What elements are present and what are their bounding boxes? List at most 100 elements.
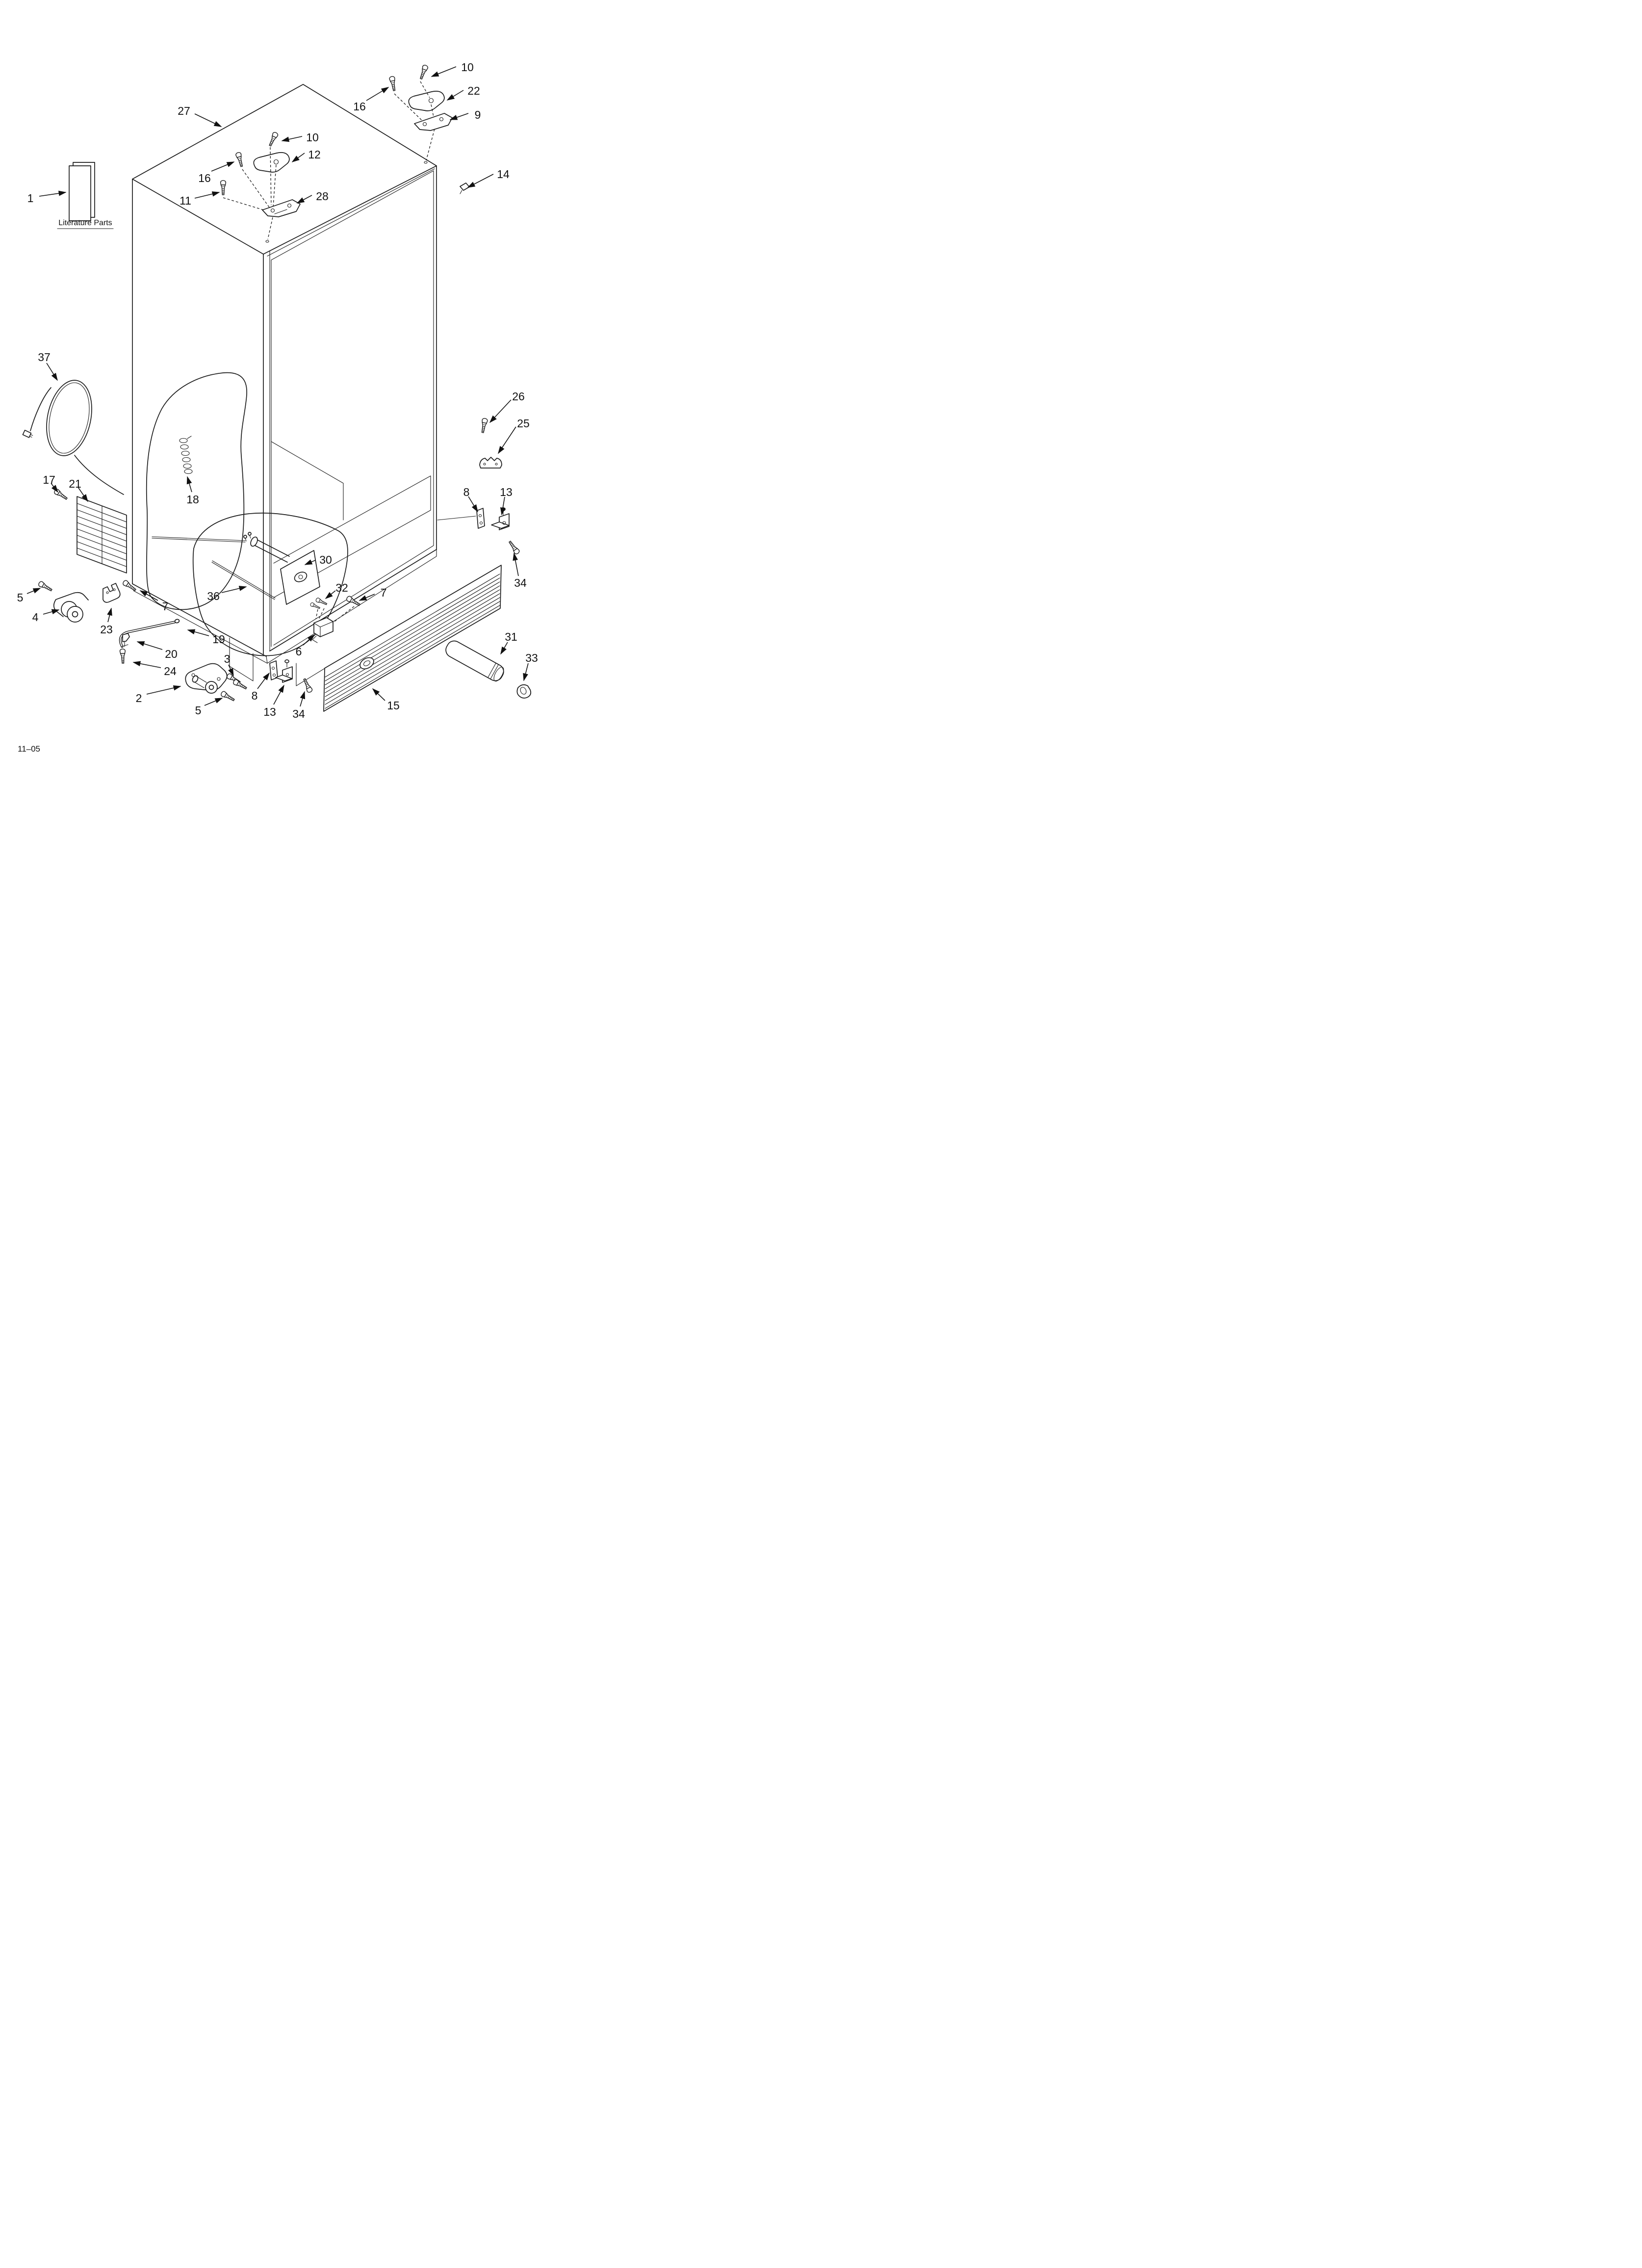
callout-19: 19 bbox=[187, 629, 225, 646]
callout-leader-line bbox=[107, 607, 112, 623]
callout-number-label: 10 bbox=[306, 131, 319, 144]
callout-37: 37 bbox=[38, 351, 58, 381]
callout-leader-line bbox=[51, 483, 58, 493]
callout-6: 6 bbox=[296, 634, 315, 658]
screw-26 bbox=[480, 417, 488, 434]
callout-number-label: 20 bbox=[165, 648, 178, 660]
screw-3-b bbox=[232, 678, 248, 691]
callout-leader-line bbox=[187, 629, 209, 636]
callout-number-label: 5 bbox=[195, 704, 202, 717]
callout-number-label: 11 bbox=[180, 194, 191, 207]
callout-leader-line bbox=[211, 161, 235, 172]
top-center-hardware bbox=[220, 131, 301, 217]
callout-leader-line bbox=[39, 190, 67, 197]
callout-15: 15 bbox=[372, 688, 400, 712]
callout-leader-line bbox=[46, 363, 58, 381]
part-12-handle bbox=[253, 152, 290, 173]
callout-3: 3 bbox=[224, 652, 234, 677]
callout-leader-line bbox=[296, 195, 312, 204]
screw-32-b bbox=[309, 601, 321, 610]
screw-24 bbox=[119, 648, 126, 664]
callout-number-label: 13 bbox=[263, 705, 276, 718]
callout-number-label: 36 bbox=[207, 590, 220, 602]
part-36-rod bbox=[211, 560, 276, 600]
callout-12: 12 bbox=[291, 148, 321, 162]
callout-number-label: 2 bbox=[136, 692, 142, 704]
callout-number-label: 12 bbox=[308, 148, 321, 161]
callout-number-label: 33 bbox=[525, 652, 538, 664]
callout-34: 34 bbox=[292, 691, 306, 720]
callout-number-label: 26 bbox=[512, 390, 525, 403]
callout-number-label: 16 bbox=[353, 100, 366, 113]
callout-leader-line bbox=[489, 399, 512, 423]
footer-date-code: 11–05 bbox=[18, 744, 40, 754]
callout-16: 16 bbox=[353, 87, 389, 113]
callout-leader-line bbox=[500, 642, 508, 655]
screw-34-right bbox=[507, 540, 521, 555]
callout-leader-line bbox=[304, 559, 316, 565]
callout-number-label: 34 bbox=[514, 576, 527, 589]
part-25-clamp bbox=[479, 457, 502, 469]
part-8-bracket-right bbox=[437, 508, 485, 529]
callout-leader-line bbox=[26, 588, 41, 594]
callout-number-label: 37 bbox=[38, 351, 51, 364]
callout-number-label: 16 bbox=[198, 172, 211, 184]
literature-parts-label: Literature Parts bbox=[58, 219, 112, 227]
part-13-bracket-bottom bbox=[275, 659, 293, 683]
part-1-literature bbox=[69, 162, 95, 221]
callout-22: 22 bbox=[446, 84, 480, 101]
callout-33: 33 bbox=[523, 652, 538, 681]
part-31-water-filter bbox=[445, 640, 504, 682]
diagram-line-art: Literature Parts 11–05 bbox=[18, 64, 532, 754]
callout-leader-line bbox=[523, 663, 529, 681]
callout-10: 10 bbox=[281, 131, 319, 144]
callout-number-label: 7 bbox=[162, 600, 169, 613]
callout-number-label: 24 bbox=[164, 665, 177, 678]
part-23-bracket bbox=[103, 583, 121, 603]
callout-number-label: 25 bbox=[517, 417, 530, 430]
screw-5-left bbox=[37, 580, 53, 593]
callout-leader-line bbox=[77, 487, 88, 502]
callout-leader-line bbox=[146, 685, 181, 695]
part-14-clip bbox=[460, 182, 470, 194]
part-15-base-grille bbox=[323, 565, 502, 712]
callout-number-label: 5 bbox=[17, 591, 24, 604]
callout-number-label: 23 bbox=[100, 623, 113, 636]
callout-1: 1 bbox=[27, 190, 67, 205]
part-19-tube bbox=[119, 619, 180, 648]
callout-number-label: 15 bbox=[387, 699, 400, 712]
callout-25: 25 bbox=[498, 417, 530, 454]
callout-13: 13 bbox=[263, 684, 284, 718]
callout-leader-line bbox=[139, 590, 158, 601]
callout-number-label: 4 bbox=[32, 611, 39, 624]
callout-number-label: 27 bbox=[178, 104, 190, 117]
callout-number-label: 10 bbox=[461, 61, 474, 74]
callout-number-label: 9 bbox=[475, 108, 481, 121]
callout-number-label: 1 bbox=[27, 192, 34, 205]
callout-leader-line bbox=[446, 90, 464, 101]
callout-10: 10 bbox=[431, 61, 474, 77]
top-right-hardware bbox=[388, 64, 453, 131]
callout-leader-line bbox=[257, 672, 270, 689]
callout-24: 24 bbox=[132, 661, 177, 678]
callout-leader-line bbox=[43, 609, 60, 615]
callout-8: 8 bbox=[463, 486, 478, 513]
callout-16: 16 bbox=[198, 161, 235, 184]
callout-number-label: 7 bbox=[381, 586, 387, 599]
callout-number-label: 3 bbox=[224, 652, 231, 665]
callout-8: 8 bbox=[252, 672, 270, 702]
screw-16-top-right bbox=[388, 76, 397, 92]
callout-leader-line bbox=[513, 552, 519, 576]
callout-number-label: 31 bbox=[505, 630, 517, 643]
part-20-clamp bbox=[121, 633, 130, 647]
part-37-wire-harness bbox=[22, 380, 124, 495]
callout-9: 9 bbox=[449, 108, 481, 121]
callout-7: 7 bbox=[139, 590, 169, 613]
callout-number-label: 19 bbox=[212, 633, 225, 646]
callout-number-label: 13 bbox=[500, 486, 513, 498]
bottom-cutout bbox=[192, 513, 348, 686]
callout-26: 26 bbox=[489, 390, 525, 423]
part-30-assembly bbox=[152, 532, 320, 605]
callout-leader-line bbox=[359, 594, 375, 601]
